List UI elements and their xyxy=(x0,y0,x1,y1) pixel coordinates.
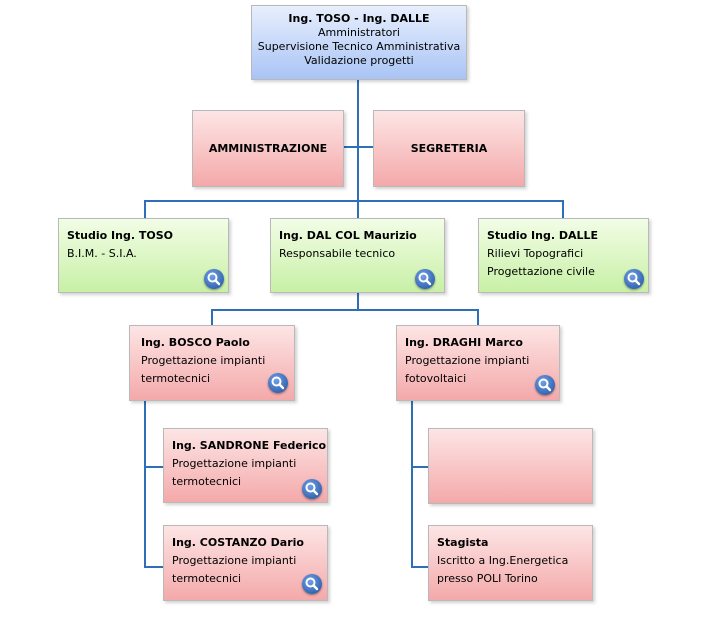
node-costanzo-title: Ing. COSTANZO Dario xyxy=(172,536,304,549)
connector-level3-bus xyxy=(211,309,479,311)
magnifier-icon[interactable] xyxy=(415,269,435,289)
node-studio-dalle-title: Studio Ing. DALLE xyxy=(487,229,599,242)
node-studio-dalle-line-2: Progettazione civile xyxy=(487,265,595,278)
node-studio-toso-line-1: B.I.M. - S.I.A. xyxy=(67,247,137,260)
node-segreteria[interactable]: SEGRETERIA xyxy=(373,110,525,187)
connector-draghi-trunk xyxy=(411,400,413,568)
magnifier-icon[interactable] xyxy=(204,269,224,289)
connector-bosco-drop xyxy=(211,309,213,325)
connector-bosco-trunk xyxy=(144,400,146,568)
node-studio-dalle[interactable]: Studio Ing. DALLE Rilievi Topografici Pr… xyxy=(478,218,649,293)
magnifier-icon[interactable] xyxy=(624,269,644,289)
magnifier-icon[interactable] xyxy=(535,375,555,395)
node-amministrazione[interactable]: AMMINISTRAZIONE xyxy=(192,110,344,187)
node-studio-toso[interactable]: Studio Ing. TOSO B.I.M. - S.I.A. xyxy=(58,218,229,293)
magnifier-icon[interactable] xyxy=(302,574,322,594)
magnifier-icon[interactable] xyxy=(302,479,322,499)
node-costanzo-line-1: Progettazione impianti xyxy=(172,554,297,567)
node-stagista-line-2: presso POLI Torino xyxy=(437,572,538,585)
node-costanzo-line-2: termotecnici xyxy=(172,572,242,585)
node-studio-dalle-line-1: Rilievi Topografici xyxy=(487,247,584,260)
node-sandrone[interactable]: Ing. SANDRONE Federico Progettazione imp… xyxy=(163,428,328,503)
node-stagista[interactable]: Stagista Iscritto a Ing.Energetica press… xyxy=(428,525,593,601)
connector-sandrone xyxy=(144,466,164,468)
node-direzione-title: Ing. TOSO - Ing. DALLE xyxy=(288,12,430,25)
node-draghi-title: Ing. DRAGHI Marco xyxy=(405,336,523,349)
connector-level2-bus xyxy=(144,200,564,202)
connector-toso-drop xyxy=(144,200,146,218)
connector-top-trunk xyxy=(357,80,359,201)
node-dal-col-title: Ing. DAL COL Maurizio xyxy=(279,229,417,242)
node-studio-toso-title: Studio Ing. TOSO xyxy=(67,229,173,242)
node-empty[interactable] xyxy=(428,428,593,504)
connector-draghi-drop xyxy=(477,309,479,325)
node-sandrone-title: Ing. SANDRONE Federico xyxy=(172,439,327,452)
connector-dalcol-drop xyxy=(357,200,359,218)
node-amministrazione-label: AMMINISTRAZIONE xyxy=(208,142,328,155)
node-dal-col-line-1: Responsabile tecnico xyxy=(279,247,396,260)
connector-stagista xyxy=(411,566,429,568)
node-bosco[interactable]: Ing. BOSCO Paolo Progettazione impianti … xyxy=(129,325,295,401)
node-dal-col[interactable]: Ing. DAL COL Maurizio Responsabile tecni… xyxy=(270,218,445,293)
magnifier-icon[interactable] xyxy=(268,373,288,393)
node-bosco-title: Ing. BOSCO Paolo xyxy=(141,336,250,349)
node-draghi[interactable]: Ing. DRAGHI Marco Progettazione impianti… xyxy=(396,325,560,401)
connector-staff xyxy=(322,146,394,148)
node-stagista-title: Stagista xyxy=(437,536,489,549)
node-costanzo[interactable]: Ing. COSTANZO Dario Progettazione impian… xyxy=(163,525,328,601)
node-bosco-line-1: Progettazione impianti xyxy=(141,354,266,367)
node-draghi-line-1: Progettazione impianti xyxy=(405,354,530,367)
node-direzione-line-3: Validazione progetti xyxy=(304,54,414,67)
node-stagista-line-1: Iscritto a Ing.Energetica xyxy=(437,554,569,567)
connector-dalcol-trunk xyxy=(357,292,359,310)
node-direzione-line-2: Supervisione Tecnico Amministrativa xyxy=(257,40,461,53)
node-direzione-line-1: Amministratori xyxy=(318,26,400,39)
connector-empty xyxy=(411,466,429,468)
node-bosco-line-2: termotecnici xyxy=(141,372,211,385)
node-draghi-line-2: fotovoltaici xyxy=(405,372,467,385)
node-sandrone-line-1: Progettazione impianti xyxy=(172,457,297,470)
node-sandrone-line-2: termotecnici xyxy=(172,475,242,488)
node-direzione[interactable]: Ing. TOSO - Ing. DALLE Amministratori Su… xyxy=(251,5,467,80)
node-segreteria-label: SEGRETERIA xyxy=(410,142,488,155)
connector-costanzo xyxy=(144,566,164,568)
connector-dalle-drop xyxy=(562,200,564,218)
